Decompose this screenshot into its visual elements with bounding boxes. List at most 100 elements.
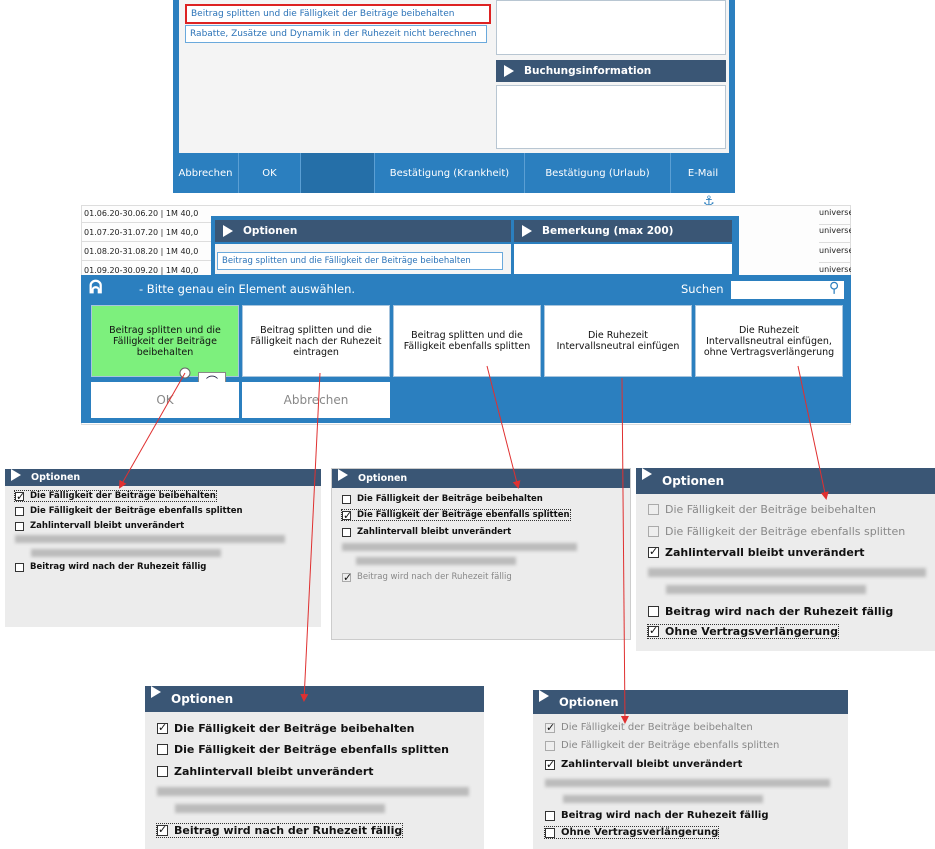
checkbox-no-extension[interactable]: Ohne Vertragsverlängerung xyxy=(646,624,840,639)
checkbox-label: Ohne Vertragsverlängerung xyxy=(561,827,719,838)
row-period: 01.07.20-31.07.20 | 1M xyxy=(84,228,178,237)
options-header[interactable]: Optionen xyxy=(215,220,511,242)
blurred-option xyxy=(157,787,469,796)
row-universe: universe xyxy=(819,226,851,243)
option-interval-neutral[interactable]: Die Ruhezeit Intervallsneutral einfügen xyxy=(544,305,692,377)
blank-button[interactable] xyxy=(301,153,375,193)
options-header: Optionen xyxy=(332,469,630,488)
blurred-option xyxy=(175,804,385,813)
cancel-button[interactable]: Abbrechen xyxy=(242,382,390,418)
row-amount: 40,0 xyxy=(180,228,199,237)
options-title: Optionen xyxy=(358,473,408,484)
booking-info-box xyxy=(496,85,726,149)
checkbox-label: Zahlintervall bleibt unverändert xyxy=(665,546,865,559)
checkbox-split-due[interactable]: Die Fälligkeit der Beiträge ebenfalls sp… xyxy=(341,509,571,522)
checkbox-due-after[interactable]: Beitrag wird nach der Ruhezeit fällig xyxy=(545,810,768,821)
selected-option-chip[interactable]: Beitrag splitten und die Fälligkeit der … xyxy=(185,4,491,24)
checkbox-no-extension[interactable]: Ohne Vertragsverlängerung xyxy=(543,826,720,839)
checkbox-label: Beitrag wird nach der Ruhezeit fällig xyxy=(561,810,769,821)
chip-label: Rabatte, Zusätze und Dynamik in der Ruhe… xyxy=(190,29,477,39)
checkbox-label: Beitrag wird nach der Ruhezeit fällig xyxy=(665,605,894,618)
option-keep-due-date[interactable]: Beitrag splitten und die Fälligkeit der … xyxy=(91,305,239,377)
option-label: Beitrag splitten und die Fälligkeit nach… xyxy=(250,324,382,358)
blurred-option xyxy=(356,557,516,565)
row-period: 01.09.20-30.09.20 | 1M xyxy=(84,266,178,275)
app-logo-icon: ᕱ xyxy=(89,277,103,298)
checkbox-keep-due[interactable]: Die Fälligkeit der Beiträge beibehalten xyxy=(648,503,876,516)
top-dialog: Beitrag splitten und die Fälligkeit der … xyxy=(173,0,735,193)
checkbox-split-due[interactable]: Die Fälligkeit der Beiträge ebenfalls sp… xyxy=(648,525,905,538)
chooser-prompt: - Bitte genau ein Element auswählen. xyxy=(139,282,356,296)
checkbox-label: Beitrag wird nach der Ruhezeit fällig xyxy=(174,824,403,837)
checkbox-label: Die Fälligkeit der Beiträge beibehalten xyxy=(665,503,876,516)
cancel-button[interactable]: Abbrechen xyxy=(173,153,239,193)
checkbox-label: Die Fälligkeit der Beiträge ebenfalls sp… xyxy=(665,525,906,538)
checkbox-interval[interactable]: Zahlintervall bleibt unverändert xyxy=(342,527,511,537)
checkbox-label: Zahlintervall bleibt unverändert xyxy=(561,759,743,770)
checkbox-due-after[interactable]: Beitrag wird nach der Ruhezeit fällig xyxy=(648,605,893,618)
confirm-sickness-button[interactable]: Bestätigung (Krankheit) xyxy=(375,153,525,193)
options-panel-keep: Optionen Die Fälligkeit der Beiträge bei… xyxy=(5,469,321,627)
checkbox-label: Die Fälligkeit der Beiträge ebenfalls sp… xyxy=(561,740,780,751)
remark-title: Bemerkung (max 200) xyxy=(542,225,674,237)
blurred-option xyxy=(342,543,577,551)
checkbox-label: Die Fälligkeit der Beiträge ebenfalls sp… xyxy=(174,743,450,756)
checkbox-due-after[interactable]: Beitrag wird nach der Ruhezeit fällig xyxy=(342,571,512,584)
checkbox-keep-due[interactable]: Die Fälligkeit der Beiträge beibehalten xyxy=(545,721,753,734)
row-period: 01.06.20-30.06.20 | 1M xyxy=(84,209,178,218)
row-period: 01.08.20-31.08.20 | 1M xyxy=(84,247,178,256)
options-panel-due-after: Optionen Die Fälligkeit der Beiträge bei… xyxy=(145,686,484,849)
checkbox-due-after[interactable]: Beitrag wird nach der Ruhezeit fällig xyxy=(155,823,404,838)
option-chip[interactable]: Beitrag splitten und die Fälligkeit der … xyxy=(217,252,503,270)
option-chip[interactable]: Rabatte, Zusätze und Dynamik in der Ruhe… xyxy=(185,25,487,43)
blurred-option xyxy=(648,568,926,577)
checkbox-label: Ohne Vertragsverlängerung xyxy=(665,625,839,638)
row-amount: 40,0 xyxy=(180,266,199,275)
options-panel-neutral-no-extension: Optionen Die Fälligkeit der Beiträge bei… xyxy=(636,468,935,651)
anchor-icon: ⚓ xyxy=(703,194,715,209)
checkbox-split-due[interactable]: Die Fälligkeit der Beiträge ebenfalls sp… xyxy=(157,743,449,756)
ok-button[interactable]: OK xyxy=(91,382,239,418)
checkbox-interval[interactable]: Zahlintervall bleibt unverändert xyxy=(157,765,374,778)
options-header: Optionen xyxy=(533,690,848,714)
email-button[interactable]: E-Mail xyxy=(687,167,719,179)
checkbox-due-after[interactable]: Beitrag wird nach der Ruhezeit fällig xyxy=(15,562,206,572)
options-panel-neutral: Optionen Die Fälligkeit der Beiträge bei… xyxy=(533,690,848,849)
option-split-due-date[interactable]: Beitrag splitten und die Fälligkeit eben… xyxy=(393,305,541,377)
checkbox-keep-due[interactable]: Die Fälligkeit der Beiträge beibehalten xyxy=(157,721,415,735)
options-title: Optionen xyxy=(662,474,725,488)
checkbox-interval[interactable]: Zahlintervall bleibt unverändert xyxy=(15,521,184,531)
middle-dialog: Optionen Bemerkung (max 200) Beitrag spl… xyxy=(211,216,739,276)
chip-label: Beitrag splitten und die Fälligkeit der … xyxy=(222,256,471,266)
option-interval-neutral-no-extension[interactable]: Die Ruhezeit Intervallsneutral einfügen,… xyxy=(695,305,843,377)
options-header: Optionen xyxy=(145,686,484,712)
checkbox-split-due[interactable]: Die Fälligkeit der Beiträge ebenfalls sp… xyxy=(545,740,779,751)
checkbox-label: Die Fälligkeit der Beiträge beibehalten xyxy=(357,494,543,504)
checkbox-label: Die Fälligkeit der Beiträge beibehalten xyxy=(174,722,415,735)
row-universe: universe xyxy=(819,208,851,225)
search-icon[interactable]: ⚲ xyxy=(829,280,840,296)
options-title: Optionen xyxy=(559,695,619,709)
checkbox-keep-due[interactable]: Die Fälligkeit der Beiträge beibehalten xyxy=(342,494,543,504)
checkbox-label: Zahlintervall bleibt unverändert xyxy=(174,765,374,778)
checkbox-interval[interactable]: Zahlintervall bleibt unverändert xyxy=(545,758,743,771)
remark-header[interactable]: Bemerkung (max 200) xyxy=(514,220,732,242)
confirm-vacation-button[interactable]: Bestätigung (Urlaub) xyxy=(525,153,671,193)
checkbox-interval[interactable]: Zahlintervall bleibt unverändert xyxy=(648,545,865,559)
option-due-after-rest[interactable]: Beitrag splitten und die Fälligkeit nach… xyxy=(242,305,390,377)
checkbox-label: Beitrag wird nach der Ruhezeit fällig xyxy=(357,572,512,582)
checkbox-label: Zahlintervall bleibt unverändert xyxy=(30,521,185,531)
search-input[interactable] xyxy=(731,281,844,299)
checkbox-label: Die Fälligkeit der Beiträge beibehalten xyxy=(30,491,216,501)
blurred-option xyxy=(666,585,866,594)
row-universe: universe xyxy=(819,246,851,263)
checkbox-split-due[interactable]: Die Fälligkeit der Beiträge ebenfalls sp… xyxy=(15,506,243,516)
checkbox-label: Beitrag wird nach der Ruhezeit fällig xyxy=(30,562,207,572)
checkbox-label: Die Fälligkeit der Beiträge beibehalten xyxy=(561,722,753,733)
booking-info-header[interactable]: Buchungsinformation xyxy=(496,60,726,82)
checkbox-keep-due[interactable]: Die Fälligkeit der Beiträge beibehalten xyxy=(14,490,217,503)
checkbox-label: Zahlintervall bleibt unverändert xyxy=(357,527,512,537)
ok-button[interactable]: OK xyxy=(239,153,301,193)
selection-dialog: ᕱ - Bitte genau ein Element auswählen. S… xyxy=(81,275,851,423)
options-panel-split: Optionen Die Fälligkeit der Beiträge bei… xyxy=(331,468,631,640)
